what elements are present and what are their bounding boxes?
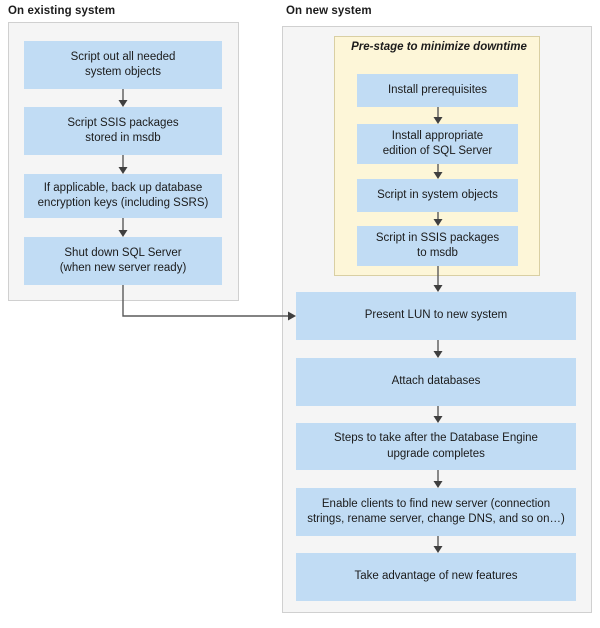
node-line-1: Script in system objects: [377, 188, 498, 201]
node-line-1: Attach databases: [391, 375, 481, 388]
node-line-1: Take advantage of new features: [354, 570, 518, 583]
node-line-2: edition of SQL Server: [382, 145, 493, 157]
node-script-in-ssis-packages[interactable]: Script in SSIS packages to msdb: [357, 226, 518, 266]
node-script-in-system-objects[interactable]: Script in system objects: [357, 179, 518, 212]
column-heading-new-system: On new system: [286, 5, 372, 17]
node-line-2: strings, rename server, change DNS, and …: [307, 513, 565, 525]
node-line-1: If applicable, back up database: [43, 181, 203, 194]
column-heading-existing-system: On existing system: [8, 5, 116, 17]
node-backup-encryption-keys[interactable]: If applicable, back up database encrypti…: [24, 174, 222, 218]
node-line-1: Present LUN to new system: [364, 309, 508, 322]
node-script-ssis-packages[interactable]: Script SSIS packages stored in msdb: [24, 107, 222, 155]
node-line-1: Enable clients to find new server (conne…: [321, 497, 551, 510]
node-install-sql-server-edition[interactable]: Install appropriate edition of SQL Serve…: [357, 124, 518, 164]
node-script-out-system-objects[interactable]: Script out all needed system objects: [24, 41, 222, 89]
node-attach-databases[interactable]: Attach databases: [296, 358, 576, 406]
node-line-2: to msdb: [417, 247, 458, 259]
node-line-1: Shut down SQL Server: [64, 246, 182, 259]
node-line-2: (when new server ready): [59, 262, 187, 274]
node-line-2: upgrade completes: [387, 447, 485, 460]
node-present-lun[interactable]: Present LUN to new system: [296, 292, 576, 340]
node-line-2: system objects: [84, 66, 162, 78]
node-line-1: Script SSIS packages: [67, 116, 179, 129]
node-line-2: stored in msdb: [85, 132, 161, 144]
node-line-2: encryption keys (including SSRS): [37, 197, 209, 209]
node-line-1: Install prerequisites: [387, 83, 488, 96]
node-post-upgrade-steps[interactable]: Steps to take after the Database Engine …: [296, 423, 576, 470]
node-line-1: Steps to take after the Database Engine: [334, 432, 538, 444]
node-line-1: Install appropriate: [391, 129, 484, 142]
node-take-advantage-new-features[interactable]: Take advantage of new features: [296, 553, 576, 601]
node-line-1: Script out all needed: [70, 50, 176, 63]
node-line-1: Script in SSIS packages: [375, 231, 500, 244]
node-install-prerequisites[interactable]: Install prerequisites: [357, 74, 518, 107]
node-shut-down-sql-server[interactable]: Shut down SQL Server (when new server re…: [24, 237, 222, 285]
prestage-group-title: Pre-stage to minimize downtime: [351, 41, 527, 53]
node-enable-clients[interactable]: Enable clients to find new server (conne…: [296, 488, 576, 536]
